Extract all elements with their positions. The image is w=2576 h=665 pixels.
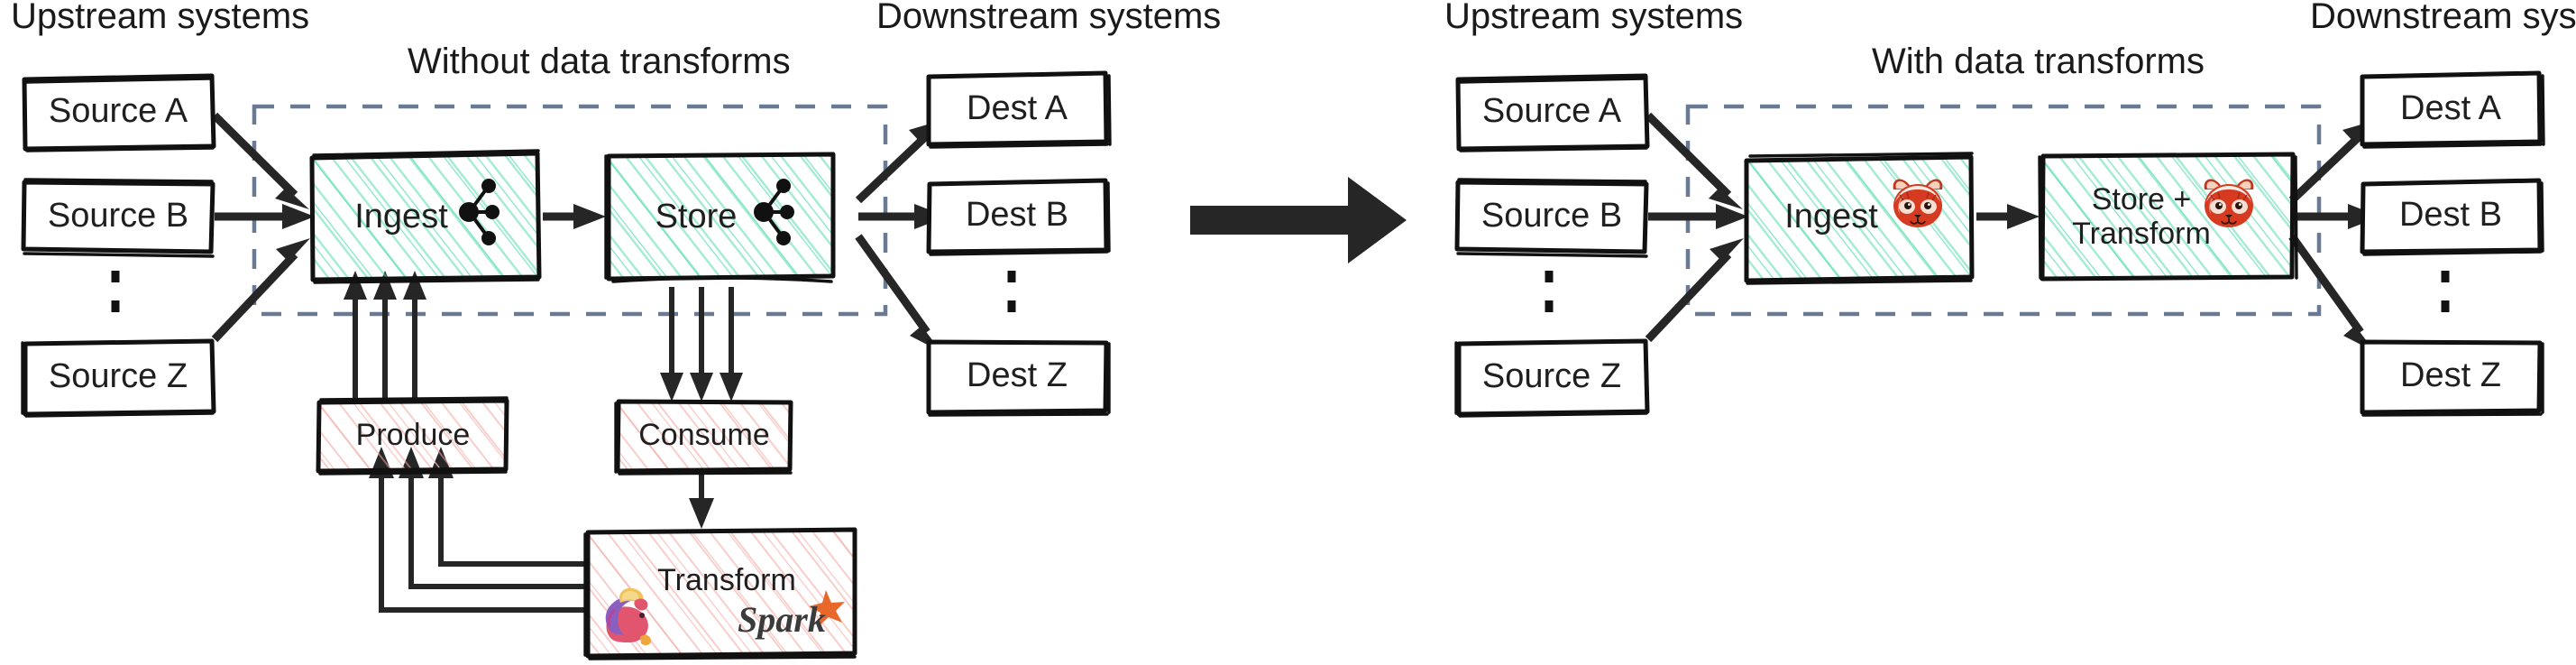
- source-z-box-left[interactable]: Source Z: [21, 338, 216, 418]
- svg-text:Spark: Spark: [738, 599, 826, 640]
- dest-b-box-right[interactable]: Dest B: [2360, 178, 2544, 256]
- store-transform-box-right[interactable]: Store + Transform: [2038, 152, 2298, 282]
- arrow-store-to-consume: [660, 287, 743, 402]
- source-z-label-right: Source Z: [1481, 356, 1622, 395]
- ingest-box-left[interactable]: Ingest: [309, 149, 542, 284]
- dest-a-box-left[interactable]: Dest A: [926, 70, 1112, 149]
- arrow-produce-to-ingest: [344, 271, 426, 402]
- redpanda-icon: [2204, 179, 2254, 227]
- ingest-label-left: Ingest: [354, 197, 448, 236]
- downstream-heading-left: Downstream systems: [876, 0, 1222, 36]
- dest-z-label-left: Dest Z: [967, 356, 1068, 394]
- arrow-sourceZ-ingest-right: [1645, 238, 1744, 343]
- dest-z-box-left[interactable]: Dest Z: [926, 339, 1111, 417]
- spark-icon: Spark: [738, 590, 845, 640]
- source-b-box-left[interactable]: Source B: [21, 178, 215, 258]
- source-z-label-left: Source Z: [48, 356, 188, 395]
- transform-box[interactable]: Transform Spark: [583, 527, 857, 660]
- arrow-sourceB-ingest: [215, 204, 315, 229]
- produce-label: Produce: [355, 417, 471, 452]
- downstream-heading-right: Downstream systems: [2310, 0, 2576, 36]
- store-transform-line2: Transform: [2072, 217, 2211, 251]
- right-boundary-dashed: [1685, 104, 2322, 317]
- transform-label: Transform: [657, 562, 796, 597]
- store-label-left: Store: [655, 197, 738, 236]
- dest-a-label-left: Dest A: [967, 88, 1068, 127]
- big-right-arrow-icon: [1190, 177, 1407, 263]
- source-a-box-left[interactable]: Source A: [22, 73, 216, 152]
- produce-box[interactable]: Produce: [316, 396, 509, 476]
- dest-z-label-right: Dest Z: [2400, 356, 2501, 394]
- arrow-ingest-storetransform: [1976, 204, 2040, 229]
- source-b-box-right[interactable]: Source B: [1454, 178, 1649, 258]
- ingest-box-right[interactable]: Ingest: [1744, 152, 1975, 285]
- source-z-box-right[interactable]: Source Z: [1454, 338, 1650, 418]
- arrow-consume-transform: [689, 473, 714, 529]
- dest-a-box-right[interactable]: Dest A: [2360, 70, 2545, 149]
- kafka-icon: [754, 179, 794, 245]
- source-a-box-right[interactable]: Source A: [1455, 73, 1650, 152]
- source-a-label-left: Source A: [48, 91, 188, 130]
- store-transform-line1: Store +: [2091, 181, 2192, 217]
- kafka-icon: [459, 179, 500, 245]
- dest-b-label-left: Dest B: [965, 195, 1069, 234]
- arrow-sourceA-ingest: [211, 112, 309, 209]
- panel-title-right: With data transforms: [1872, 42, 2205, 81]
- consume-box[interactable]: Consume: [614, 399, 793, 476]
- arrow-ingest-store: [543, 204, 606, 229]
- flink-icon: [605, 587, 651, 646]
- store-box-left[interactable]: Store: [604, 152, 836, 283]
- dest-b-label-right: Dest B: [2398, 195, 2503, 234]
- dest-b-box-left[interactable]: Dest B: [926, 178, 1111, 256]
- arrow-sourceZ-ingest: [211, 238, 310, 343]
- arrow-sourceA-ingest-right: [1645, 112, 1743, 209]
- ingest-label-right: Ingest: [1784, 197, 1878, 236]
- arrow-sourceB-ingest-right: [1648, 204, 1748, 229]
- upstream-heading-left: Upstream systems: [11, 0, 310, 36]
- dest-z-box-right[interactable]: Dest Z: [2360, 339, 2544, 417]
- source-b-label-right: Source B: [1481, 196, 1623, 235]
- consume-label: Consume: [638, 417, 770, 452]
- redpanda-icon: [1893, 179, 1943, 227]
- dest-a-label-right: Dest A: [2400, 88, 2501, 127]
- left-boundary-dashed: [252, 104, 888, 317]
- source-a-label-right: Source A: [1481, 91, 1622, 130]
- panel-title-left: Without data transforms: [408, 42, 791, 81]
- upstream-heading-right: Upstream systems: [1444, 0, 1744, 36]
- source-b-label-left: Source B: [47, 196, 189, 235]
